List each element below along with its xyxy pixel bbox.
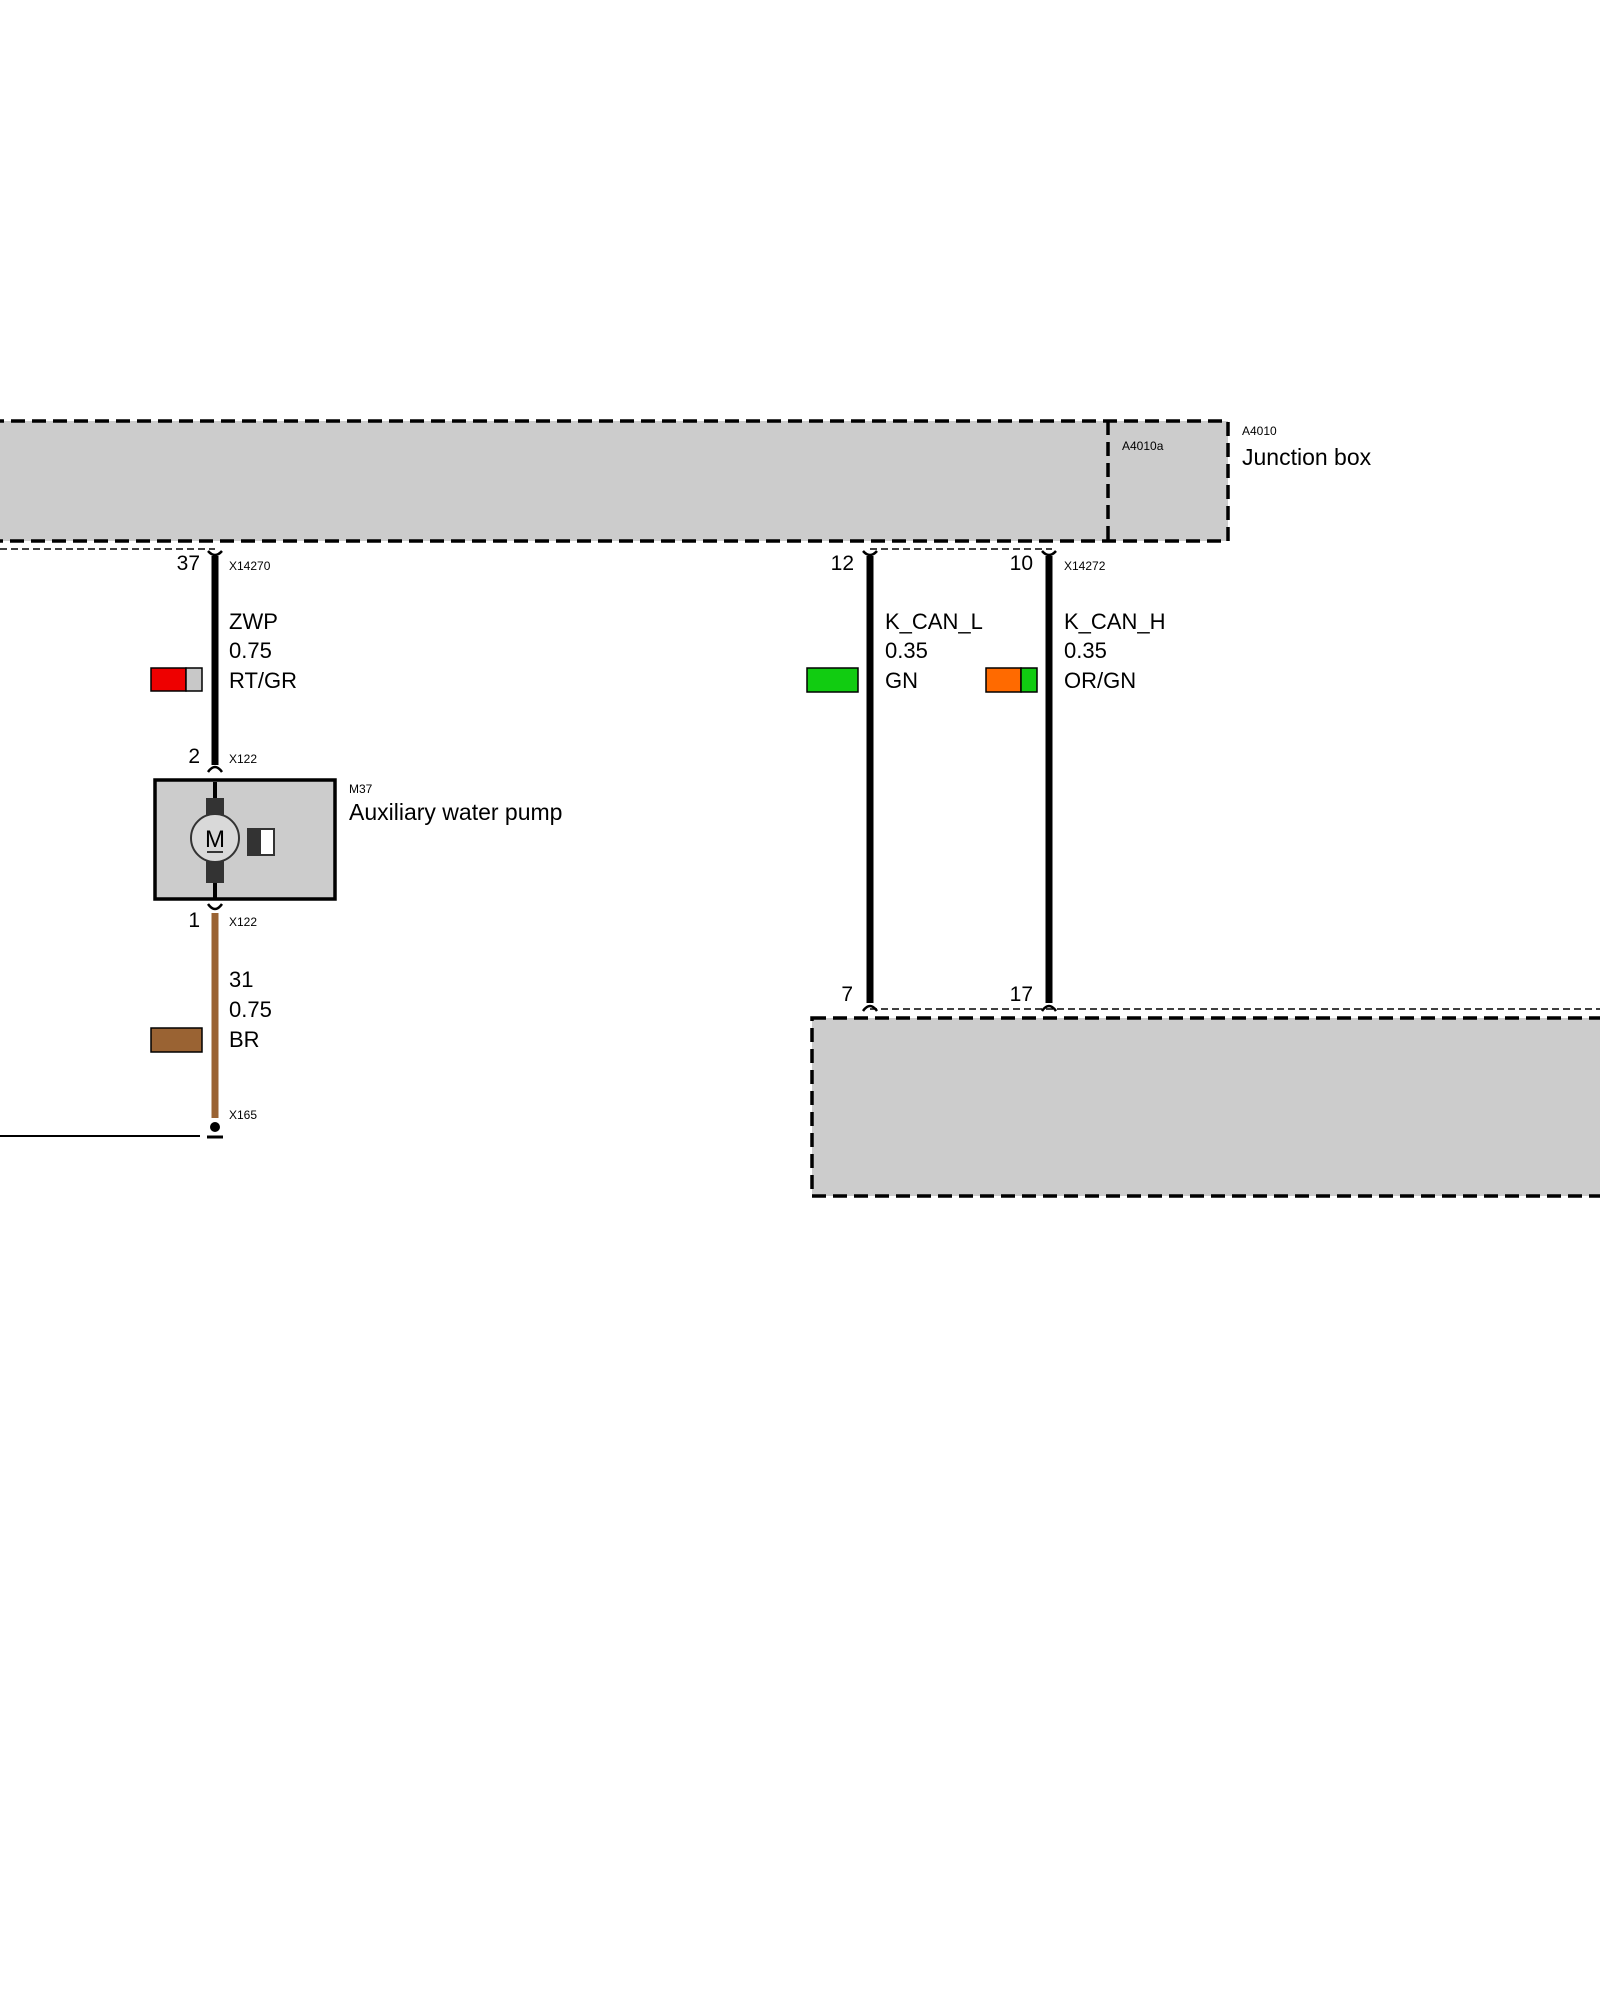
wire-k-can-l-signal: K_CAN_L [885, 609, 983, 634]
junction-box-id: A4010 [1242, 424, 1277, 438]
connector-x122-bottom-label: X122 [229, 915, 257, 929]
wire-k-can-h-signal: K_CAN_H [1064, 609, 1165, 634]
swatch-k-can-h-primary [985, 667, 1022, 693]
junction-box-sub-id: A4010a [1122, 439, 1164, 453]
pump-housing [153, 778, 337, 901]
pin-12-socket [862, 550, 878, 557]
wire-zwp-gauge: 0.75 [229, 638, 272, 663]
wire-k-can-l-color-code: GN [885, 668, 918, 693]
pump-indicator-fill [248, 829, 261, 855]
wire-k-can-h-gauge: 0.35 [1064, 638, 1107, 663]
wire-k-can-h-color-code: OR/GN [1064, 668, 1136, 693]
pin-1-socket [206, 903, 224, 911]
swatch-k-can-h-secondary [1020, 667, 1038, 693]
wire-zwp-signal: ZWP [229, 609, 278, 634]
pin-10-label: 10 [1010, 552, 1033, 575]
pin-2-socket [206, 765, 224, 773]
pin-7-label: 7 [841, 983, 853, 1006]
connector-x14272-label: X14272 [1064, 559, 1106, 573]
pin-1-label: 1 [188, 909, 200, 932]
pin-37-socket [207, 550, 223, 557]
junction-box-body [0, 419, 1230, 543]
connector-x122-top-label: X122 [229, 752, 257, 766]
motor-brush-bottom [206, 857, 224, 883]
wire-zwp-color-swatch [150, 667, 203, 692]
connector-x14270-label: X14270 [229, 559, 271, 573]
motor-icon [190, 813, 240, 863]
lower-module-body [810, 1016, 1600, 1198]
pin-37-label: 37 [177, 552, 200, 575]
wire-zwp-color-code: RT/GR [229, 668, 297, 693]
lower-module [810, 1008, 1600, 1198]
pump-name: Auxiliary water pump [349, 799, 562, 825]
swatch-zwp-secondary [185, 667, 203, 692]
auxiliary-water-pump: M M37 Auxiliary water pump [153, 778, 562, 901]
motor-symbol: M [205, 826, 225, 853]
wire-k-can-l-gauge: 0.35 [885, 638, 928, 663]
wire-k-can-l: 12 K_CAN_L 0.35 GN 7 [806, 550, 983, 1012]
pump-id: M37 [349, 782, 373, 796]
pin-7-socket [861, 1004, 879, 1012]
pin-17-socket [1040, 1004, 1058, 1012]
wire-zwp: 37 X14270 ZWP 0.75 RT/GR 2 X122 [150, 550, 297, 773]
junction-box: A4010a A4010 Junction box [0, 419, 1372, 550]
swatch-zwp-primary [150, 667, 187, 692]
wire-31-color-code: BR [229, 1027, 260, 1052]
wire-31: 1 X122 31 0.75 BR X165 [0, 903, 272, 1139]
wire-31-signal: 31 [229, 967, 253, 992]
pin-10-socket [1041, 550, 1057, 557]
wire-31-gauge: 0.75 [229, 997, 272, 1022]
wire-31-color-swatch [150, 1027, 203, 1053]
junction-box-name: Junction box [1242, 444, 1372, 470]
pin-17-label: 17 [1010, 983, 1033, 1006]
pin-12-label: 12 [831, 552, 854, 575]
ground-point [210, 1122, 220, 1132]
pin-2-label: 2 [188, 745, 200, 768]
wire-k-can-l-color-swatch [806, 667, 859, 693]
wire-k-can-h-color-swatch [985, 667, 1038, 693]
wire-k-can-h: 10 X14272 K_CAN_H 0.35 OR/GN 17 [985, 550, 1165, 1012]
connector-x165-label: X165 [229, 1108, 257, 1122]
